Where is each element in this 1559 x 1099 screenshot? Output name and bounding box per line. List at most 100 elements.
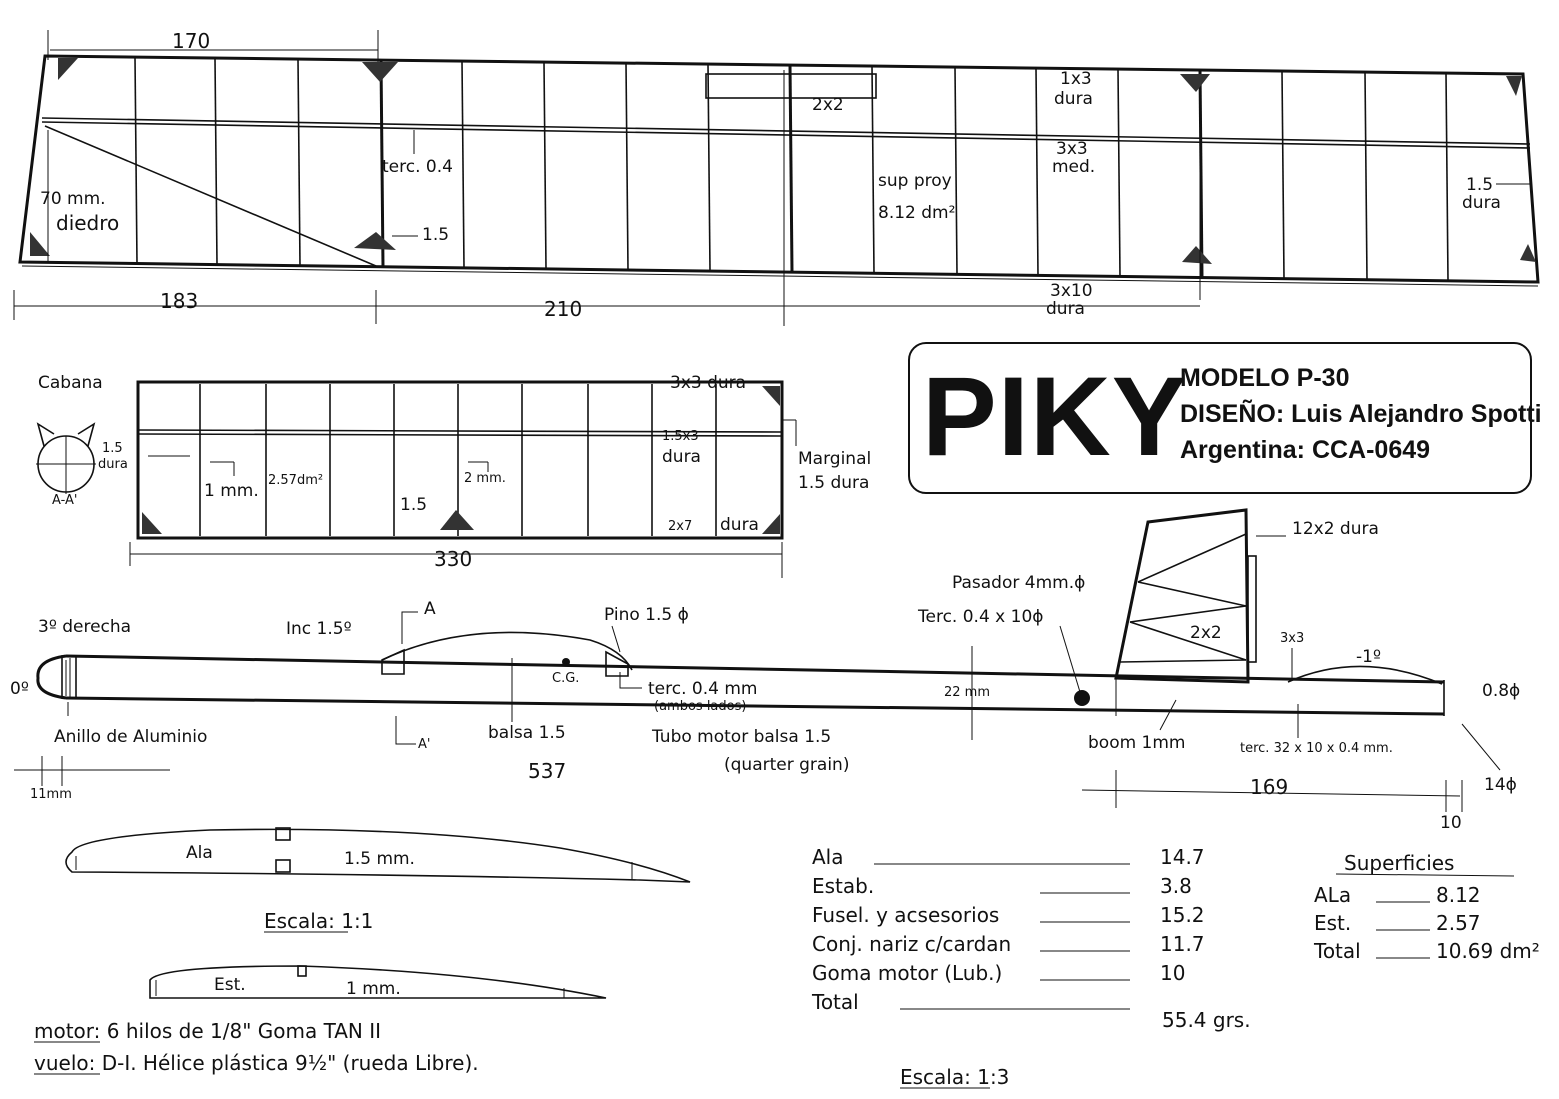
le-label-1: 1x3: [1060, 69, 1092, 89]
stab-te-2: dura: [720, 515, 759, 535]
dim-169: 169: [1250, 775, 1288, 799]
weight-label: Conj. nariz c/cardan: [812, 932, 1011, 956]
wing-plan: 170 183 210 2x2 1x3 dura 3x3 med. terc. …: [13, 29, 1540, 326]
wing-rib: [1364, 72, 1368, 280]
wing-rib: [379, 60, 385, 267]
weight-label: Goma motor (Lub.): [812, 961, 1002, 985]
stab-le-label: 3x3 dura: [670, 373, 746, 393]
escala-1-3: Escala: 1:3: [900, 1065, 1009, 1089]
ambos-label: (ambos lados): [654, 699, 746, 714]
superficie-value: 2.57: [1436, 911, 1481, 935]
ala-section-label: Ala: [186, 843, 213, 863]
cabana-15: 1.5: [102, 441, 123, 456]
wing-outline: [18, 54, 1540, 284]
country-label: Argentina: CCA-0649: [1180, 436, 1431, 464]
spar-label-2: med.: [1052, 157, 1095, 177]
wing-rib: [1281, 71, 1285, 279]
superficie-label: Total: [1313, 939, 1361, 963]
vuelo-note: vuelo: D-I. Hélice plástica 9½" (rueda L…: [34, 1051, 479, 1075]
weight-label: Estab.: [812, 874, 874, 898]
design-label: DISEÑO: Luis Alejandro Spotti: [1180, 400, 1542, 428]
marginal-2: 1.5 dura: [798, 473, 869, 493]
center-spar-box: [705, 73, 877, 99]
wing-rib: [214, 58, 218, 265]
stab-ribs: [199, 384, 717, 536]
dim-210: 210: [544, 297, 582, 321]
weight-value: 14.7: [1160, 845, 1205, 869]
wing-rib: [461, 61, 465, 268]
fin-outline: [1114, 508, 1250, 684]
superficie-value: 10.69 dm²: [1436, 939, 1540, 963]
title-block: PIKY MODELO P-30 DISEÑO: Luis Alejandro …: [908, 342, 1542, 494]
cg-mark: [562, 658, 570, 666]
minus1-label: -1º: [1356, 647, 1381, 667]
weight-value: 15.2: [1160, 903, 1205, 927]
terc3-label: terc. 32 x 10 x 0.4 mm.: [1240, 741, 1393, 756]
cabana-label: Cabana: [38, 373, 103, 393]
dim-183: 183: [160, 289, 198, 313]
wing-rib: [1445, 73, 1449, 281]
est-section-label: Est.: [214, 975, 246, 995]
ala-section-mm: 1.5 mm.: [344, 849, 415, 869]
weight-label: Fusel. y acsesorios: [812, 903, 999, 927]
te-label-2: dura: [1046, 299, 1085, 319]
est-section: [149, 965, 607, 999]
stab-te-gus: 1.5: [400, 495, 427, 515]
weight-label: Total: [811, 990, 859, 1014]
thrust-label: 3º derecha: [38, 617, 131, 637]
wing-rib: [1035, 68, 1039, 276]
escala-1-1: Escala: 1:1: [264, 909, 373, 933]
superficie-value: 8.12: [1436, 883, 1481, 907]
weight-value: 55.4 grs.: [1162, 1008, 1251, 1032]
pino-label: Pino 1.5 ϕ: [604, 605, 689, 625]
s3x3-label: 3x3: [1280, 631, 1304, 646]
diedro-label-1: 70 mm.: [40, 189, 106, 209]
d14-label: 14ϕ: [1484, 775, 1517, 795]
weight-label: Ala: [812, 845, 844, 869]
terc2-label: Terc. 0.4 x 10ϕ: [917, 607, 1043, 627]
pasador-peg: [1074, 690, 1090, 706]
stab-mm1: 1 mm.: [204, 481, 259, 501]
d08-label: 0.8ϕ: [1482, 681, 1520, 701]
airfoil-sections: Ala 1.5 mm. Escala: 1:1 Est. 1 mm.: [65, 827, 691, 999]
spar-label-1: 3x3: [1056, 139, 1088, 159]
nose-cone: [36, 654, 67, 700]
boom-label: boom 1mm: [1088, 733, 1186, 753]
superficies-title: Superficies: [1344, 851, 1454, 875]
wing-rib: [543, 62, 547, 269]
marginal-1: Marginal: [798, 449, 871, 469]
height-22: 22 mm: [944, 685, 990, 700]
te-label-1: 3x10: [1050, 281, 1093, 301]
wing-main-spar: [41, 117, 1531, 145]
cg-label: C.G.: [552, 671, 579, 686]
fuselage-bottom-line: [65, 696, 1445, 716]
stab-plan: 330 3x3 dura 1.5x3 dura 1 mm. 2.57dm² 2 …: [36, 373, 871, 578]
pasador-label: Pasador 4mm.ϕ: [952, 573, 1085, 593]
weight-value: 10: [1160, 961, 1185, 985]
superficie-label: Est.: [1314, 911, 1351, 935]
wing-rib: [134, 57, 138, 264]
inc-label: Inc 1.5º: [286, 619, 352, 639]
section-aa-label: A-A': [52, 493, 77, 508]
tip-label-2: dura: [1462, 193, 1501, 213]
dihedral-line: [44, 125, 377, 267]
stab-spar-1: 1.5x3: [662, 429, 699, 444]
est-section-mm: 1 mm.: [346, 979, 401, 999]
stab-dim: 330: [434, 547, 472, 571]
center-spar-label: 2x2: [812, 95, 844, 115]
wing-rib: [625, 63, 629, 270]
a-label: A: [424, 599, 436, 619]
stab-side-airfoil: [1287, 665, 1443, 685]
balsa-label: balsa 1.5: [488, 723, 566, 743]
dim-10: 10: [1440, 813, 1462, 833]
wing-rib: [707, 64, 711, 272]
cabana-dura: dura: [98, 457, 128, 472]
dim-170: 170: [172, 29, 210, 53]
wing-sheet-label: 1.5: [422, 225, 449, 245]
tubo-label: Tubo motor balsa 1.5: [651, 727, 831, 747]
wing-rib: [871, 66, 875, 274]
stab-te-1: 2x7: [668, 519, 692, 534]
wing-rib: [954, 67, 958, 275]
